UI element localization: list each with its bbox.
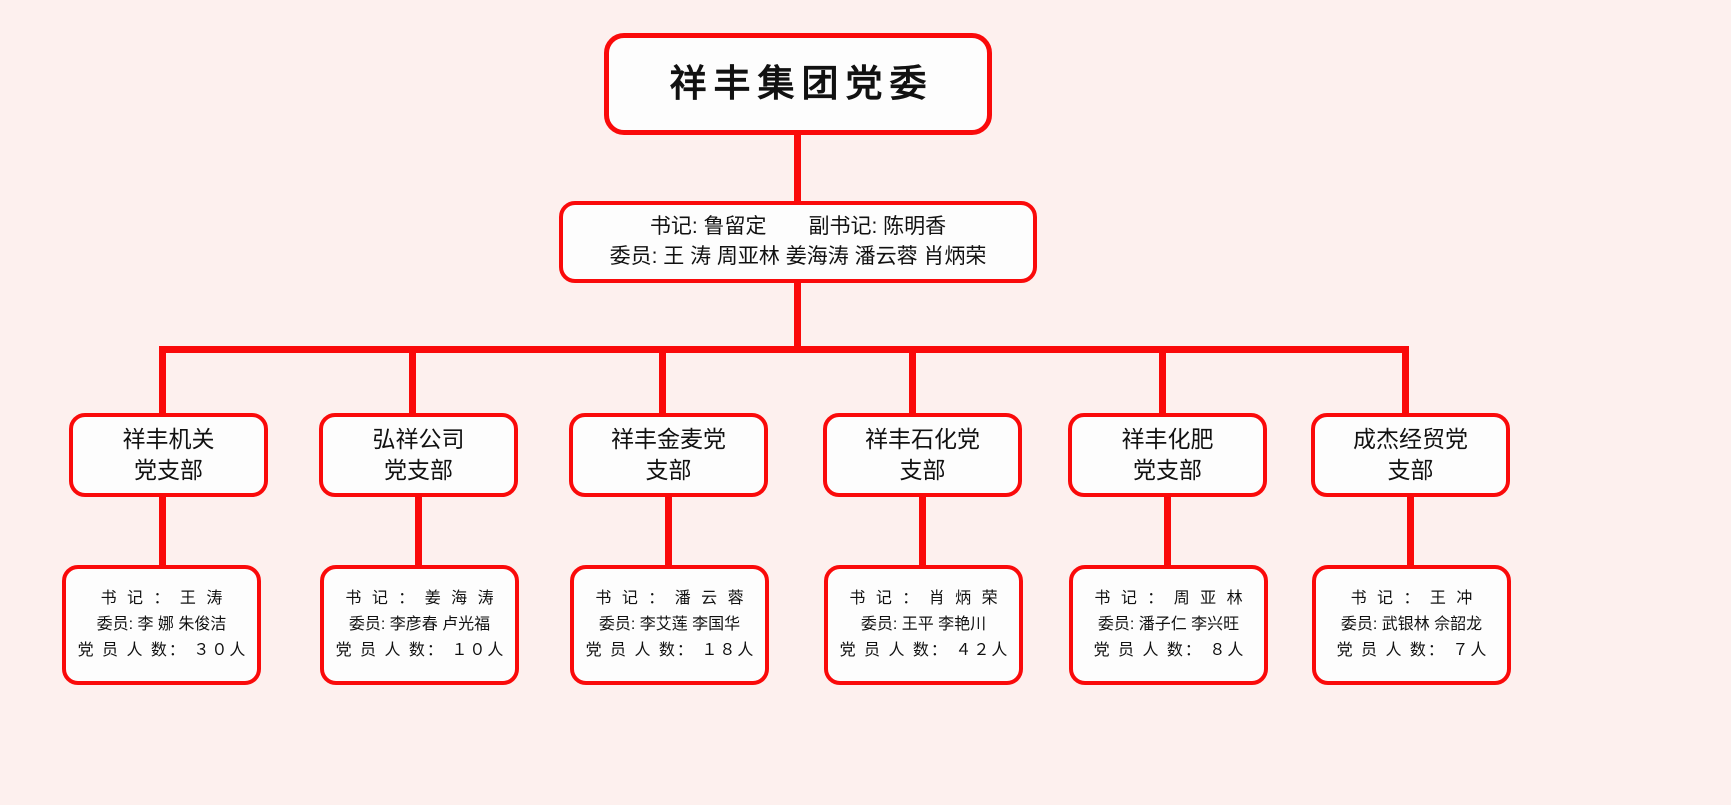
node-detail-2[interactable]: 书 记 ： 姜 海 涛 委员: 李彦春 卢光福 党 员 人 数： １０人 xyxy=(320,565,519,685)
connector-committee-to-bus xyxy=(794,281,801,349)
node-detail-6[interactable]: 书 记 ： 王 冲 委员: 武银林 佘韶龙 党 员 人 数： ７人 xyxy=(1312,565,1511,685)
detail-6-member-count: 党 员 人 数： ７人 xyxy=(1336,641,1489,659)
detail-1-secretary: 书 记 ： 王 涛 xyxy=(100,590,226,608)
detail-5-member-count: 党 员 人 数： ８人 xyxy=(1093,641,1246,659)
node-detail-5[interactable]: 书 记 ： 周 亚 林 委员: 潘子仁 李兴旺 党 员 人 数： ８人 xyxy=(1069,565,1268,685)
detail-4-members: 委员: 王平 李艳川 xyxy=(860,616,987,634)
node-detail-4[interactable]: 书 记 ： 肖 炳 荣 委员: 王平 李艳川 党 员 人 数： ４２人 xyxy=(824,565,1023,685)
committee-line-secretaries: 书记: 鲁留定 副书记: 陈明香 xyxy=(649,214,947,238)
connector-root-to-committee xyxy=(794,133,801,203)
connector-branch-4-to-detail-4 xyxy=(919,494,926,570)
detail-1-members: 委员: 李 娜 朱俊洁 xyxy=(96,616,227,634)
detail-4-member-count: 党 员 人 数： ４２人 xyxy=(839,641,1010,659)
branch-1-title: 祥丰机关 党支部 xyxy=(122,425,215,483)
detail-3-secretary: 书 记 ： 潘 云 蓉 xyxy=(595,590,747,608)
connector-bus-to-branch-6 xyxy=(1402,346,1409,416)
connector-bus-to-branch-5 xyxy=(1159,346,1166,416)
connector-bus-to-branch-1 xyxy=(159,346,166,416)
detail-4-secretary: 书 记 ： 肖 炳 荣 xyxy=(849,590,1001,608)
node-branch-3[interactable]: 祥丰金麦党 支部 xyxy=(569,413,768,497)
detail-3-member-count: 党 员 人 数： １８人 xyxy=(585,641,756,659)
connector-branch-2-to-detail-2 xyxy=(415,494,422,570)
connector-branch-6-to-detail-6 xyxy=(1407,494,1414,570)
connector-horizontal-bus xyxy=(159,346,1409,353)
branch-3-title: 祥丰金麦党 支部 xyxy=(611,425,726,483)
detail-2-members: 委员: 李彦春 卢光福 xyxy=(348,616,491,634)
connector-branch-3-to-detail-3 xyxy=(665,494,672,570)
branch-4-title: 祥丰石化党 支部 xyxy=(865,425,980,483)
node-detail-3[interactable]: 书 记 ： 潘 云 蓉 委员: 李艾莲 李国华 党 员 人 数： １８人 xyxy=(570,565,769,685)
node-branch-6[interactable]: 成杰经贸党 支部 xyxy=(1311,413,1510,497)
node-branch-2[interactable]: 弘祥公司 党支部 xyxy=(319,413,518,497)
root-title: 祥丰集团党委 xyxy=(669,62,934,104)
node-detail-1[interactable]: 书 记 ： 王 涛 委员: 李 娜 朱俊洁 党 员 人 数： ３０人 xyxy=(62,565,261,685)
connector-branch-1-to-detail-1 xyxy=(159,494,166,570)
node-branch-4[interactable]: 祥丰石化党 支部 xyxy=(823,413,1022,497)
detail-2-secretary: 书 记 ： 姜 海 涛 xyxy=(345,590,497,608)
detail-5-members: 委员: 潘子仁 李兴旺 xyxy=(1097,616,1240,634)
branch-2-title: 弘祥公司 党支部 xyxy=(372,425,465,483)
detail-3-members: 委员: 李艾莲 李国华 xyxy=(598,616,741,634)
connector-bus-to-branch-3 xyxy=(659,346,666,416)
detail-6-secretary: 书 记 ： 王 冲 xyxy=(1350,590,1476,608)
committee-line-members: 委员: 王 涛 周亚林 姜海涛 潘云蓉 肖炳荣 xyxy=(609,245,987,268)
connector-bus-to-branch-2 xyxy=(409,346,416,416)
branch-5-title: 祥丰化肥 党支部 xyxy=(1121,425,1214,483)
connector-branch-5-to-detail-5 xyxy=(1164,494,1171,570)
detail-1-member-count: 党 员 人 数： ３０人 xyxy=(77,641,248,659)
detail-5-secretary: 书 记 ： 周 亚 林 xyxy=(1094,590,1246,608)
detail-2-member-count: 党 员 人 数： １０人 xyxy=(335,641,506,659)
node-group-party-committee[interactable]: 祥丰集团党委 xyxy=(604,33,992,135)
branch-6-title: 成杰经贸党 支部 xyxy=(1353,425,1468,483)
node-committee-members[interactable]: 书记: 鲁留定 副书记: 陈明香 委员: 王 涛 周亚林 姜海涛 潘云蓉 肖炳荣 xyxy=(559,201,1037,283)
connector-bus-to-branch-4 xyxy=(909,346,916,416)
node-branch-1[interactable]: 祥丰机关 党支部 xyxy=(69,413,268,497)
node-branch-5[interactable]: 祥丰化肥 党支部 xyxy=(1068,413,1267,497)
detail-6-members: 委员: 武银林 佘韶龙 xyxy=(1340,616,1483,634)
